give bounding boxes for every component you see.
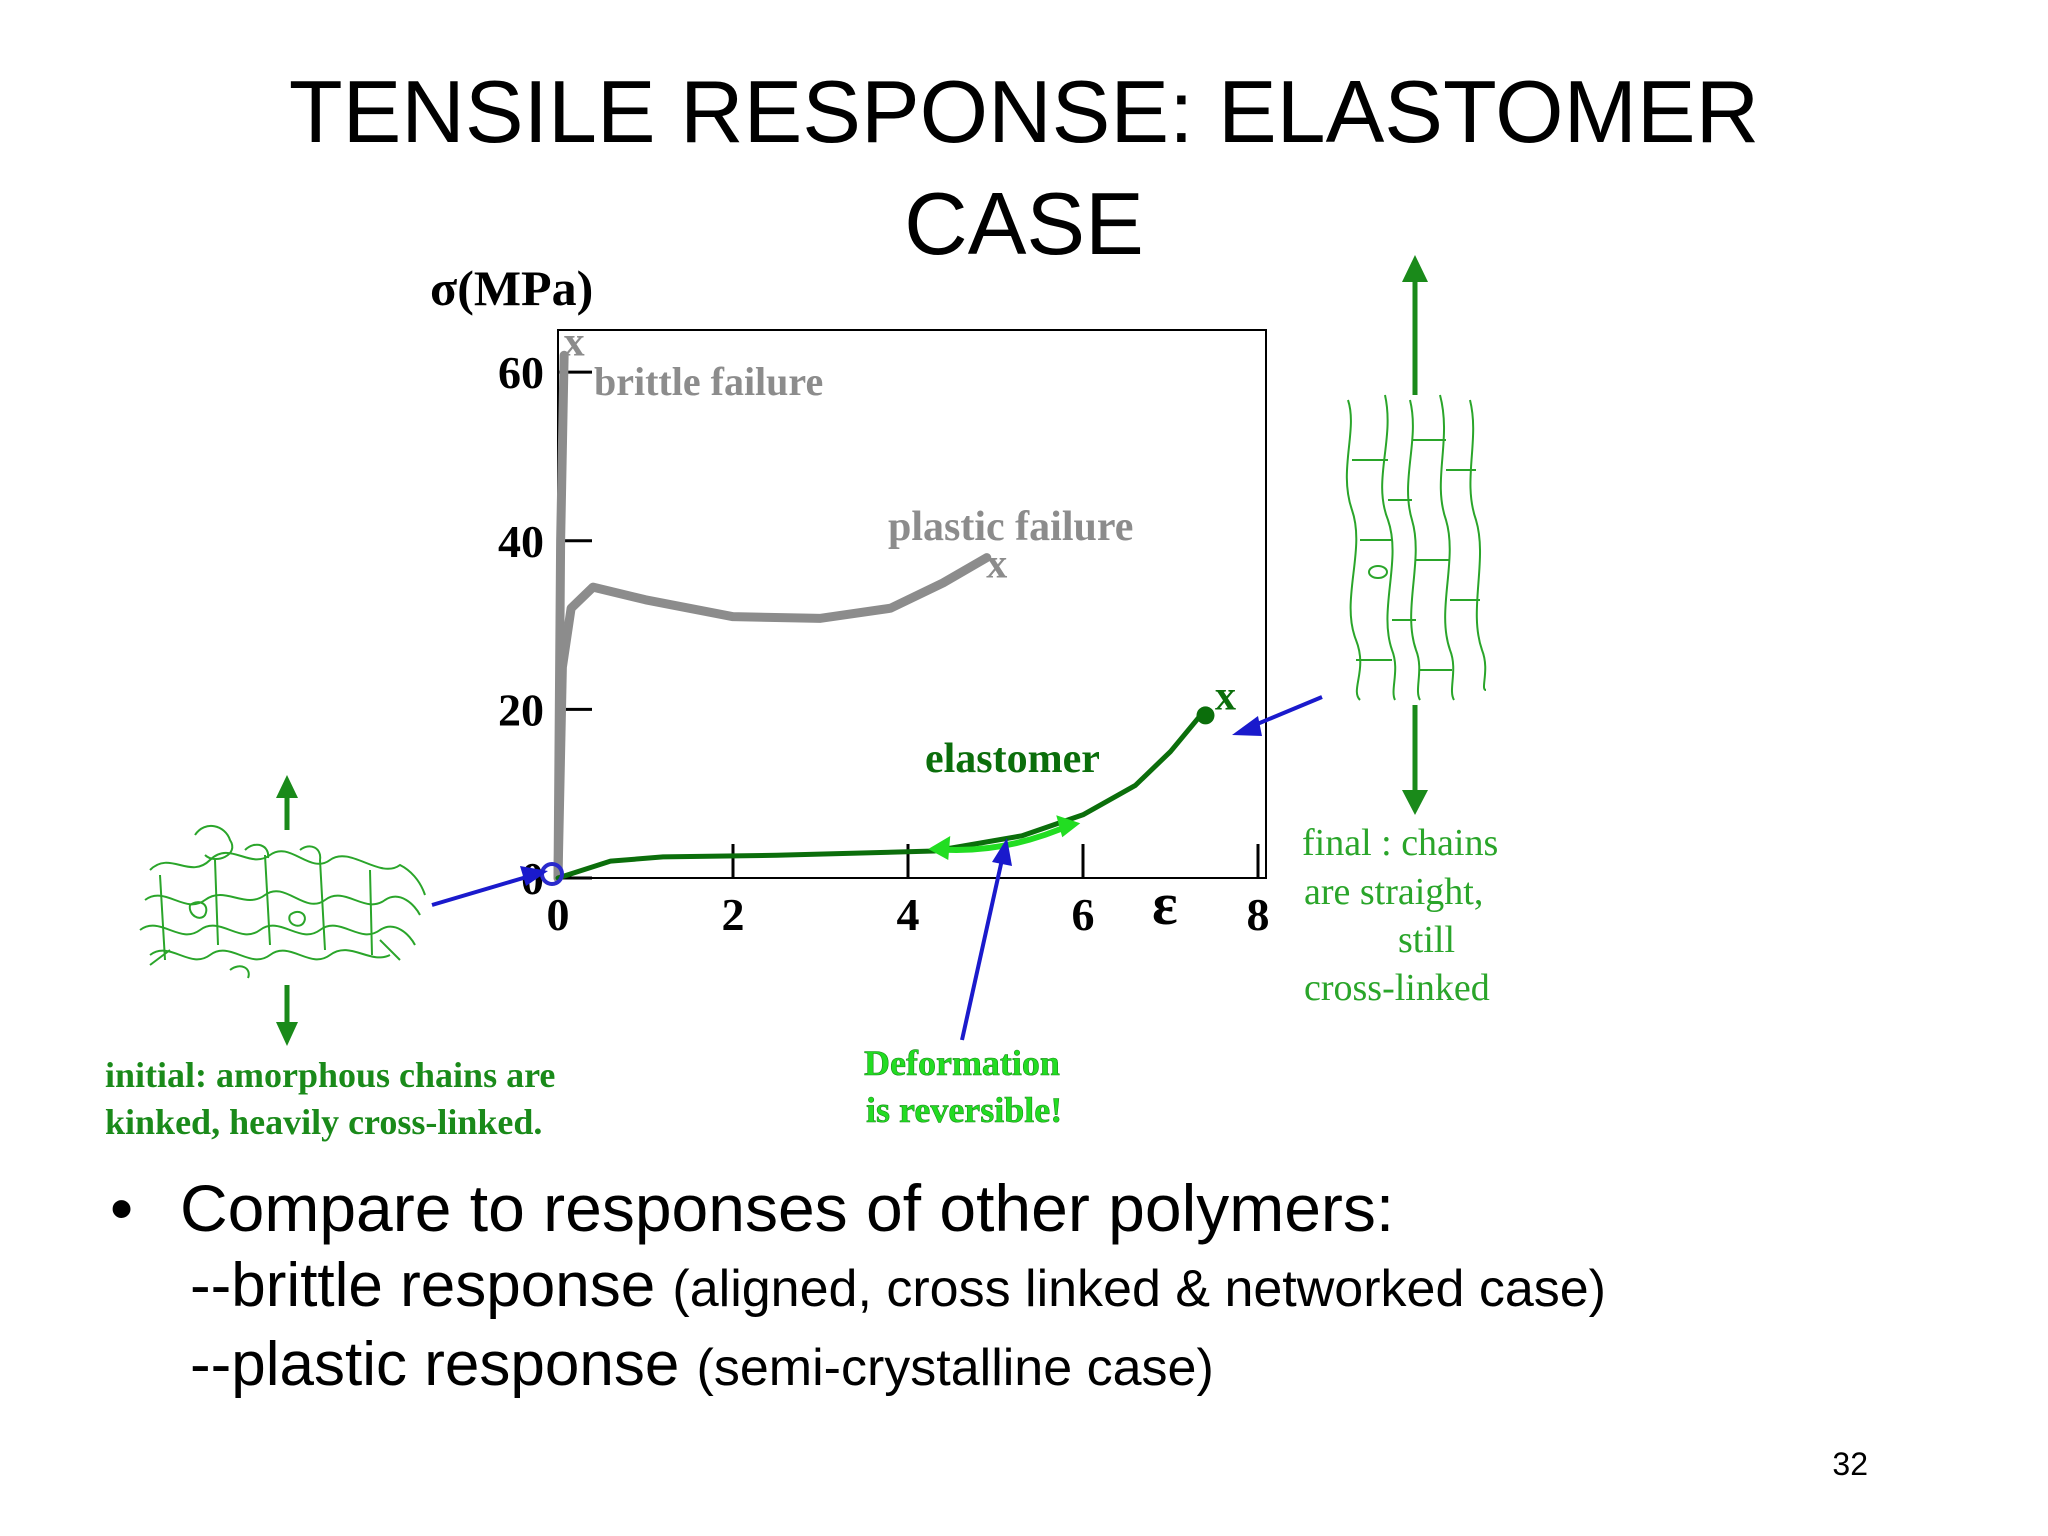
final-annotation-line4: cross-linked: [1304, 967, 1490, 1009]
reversible-arrowhead-left: [928, 836, 951, 861]
series-line-plastic: [553, 553, 992, 883]
bullet-dot: •: [110, 1171, 134, 1245]
sub-note-brittle: (aligned, cross linked & networked case): [672, 1260, 1606, 1318]
x-tick-label: 4: [897, 889, 920, 940]
final-stretch-arrows: [1402, 255, 1428, 815]
page-number: 32: [1832, 1446, 1868, 1482]
blue-arrow-deformation: [960, 838, 1012, 1041]
reversible-arrowhead-right: [1056, 815, 1081, 838]
x-tick-label: 0: [547, 889, 570, 940]
failure-mark: x: [1215, 673, 1236, 719]
x-tick-label: 2: [722, 889, 745, 940]
failure-mark: x: [986, 542, 1007, 588]
final-chain-network: [1345, 394, 1487, 701]
elastomer-end-dot: [1196, 706, 1215, 725]
y-ticks: 0204060: [498, 347, 592, 904]
failure-mark: x: [564, 319, 585, 365]
sub-note-plastic: (semi-crystalline case): [696, 1339, 1214, 1397]
bullet-main-text: Compare to responses of other polymers:: [180, 1171, 1395, 1245]
initial-stretch-arrows: [276, 775, 298, 1046]
final-annotation-line3: still: [1398, 919, 1455, 961]
slide-title-line1: TENSILE RESPONSE: ELASTOMER: [288, 62, 1760, 161]
deformation-annotation-line1: Deformation: [864, 1043, 1060, 1083]
blue-arrow-final: [1232, 695, 1323, 736]
final-annotation-line2: are straight,: [1304, 871, 1483, 913]
bullet-list: • Compare to responses of other polymers:…: [110, 1168, 1606, 1406]
series-group: [540, 350, 1215, 886]
y-tick-label: 40: [498, 516, 544, 567]
initial-annotation-line1: initial: amorphous chains are: [105, 1055, 555, 1095]
sub-label-plastic: --plastic response: [190, 1330, 680, 1399]
y-tick-label: 20: [498, 684, 544, 735]
bullet-main: • Compare to responses of other polymers:: [110, 1168, 1606, 1248]
bullet-sub-brittle: --brittle response (aligned, cross linke…: [110, 1248, 1606, 1327]
final-annotation-line1: final : chains: [1302, 822, 1498, 864]
sub-label-brittle: --brittle response: [190, 1251, 656, 1320]
slide-title-line2: CASE: [904, 174, 1144, 273]
blue-arrow-initial: [431, 866, 548, 907]
x-tick-label: 8: [1247, 889, 1270, 940]
initial-chain-network: [139, 825, 426, 979]
bullet-sub-plastic: --plastic response (semi-crystalline cas…: [110, 1327, 1606, 1406]
series-line-elastomer: [555, 706, 1208, 881]
initial-annotation-line2: kinked, heavily cross-linked.: [105, 1102, 542, 1142]
x-axis-label: ε: [1152, 871, 1178, 937]
failure-marks: x x x: [564, 319, 1236, 719]
x-tick-label: 6: [1072, 889, 1095, 940]
deformation-annotation-line2: is reversible!: [866, 1090, 1062, 1130]
y-tick-label: 60: [498, 347, 544, 398]
y-axis-label: σ(MPa): [430, 260, 593, 316]
series-label-plastic: plastic failure: [888, 504, 1133, 550]
series-label-elastomer: elastomer: [925, 736, 1100, 782]
series-label-brittle: brittle failure: [594, 359, 823, 404]
